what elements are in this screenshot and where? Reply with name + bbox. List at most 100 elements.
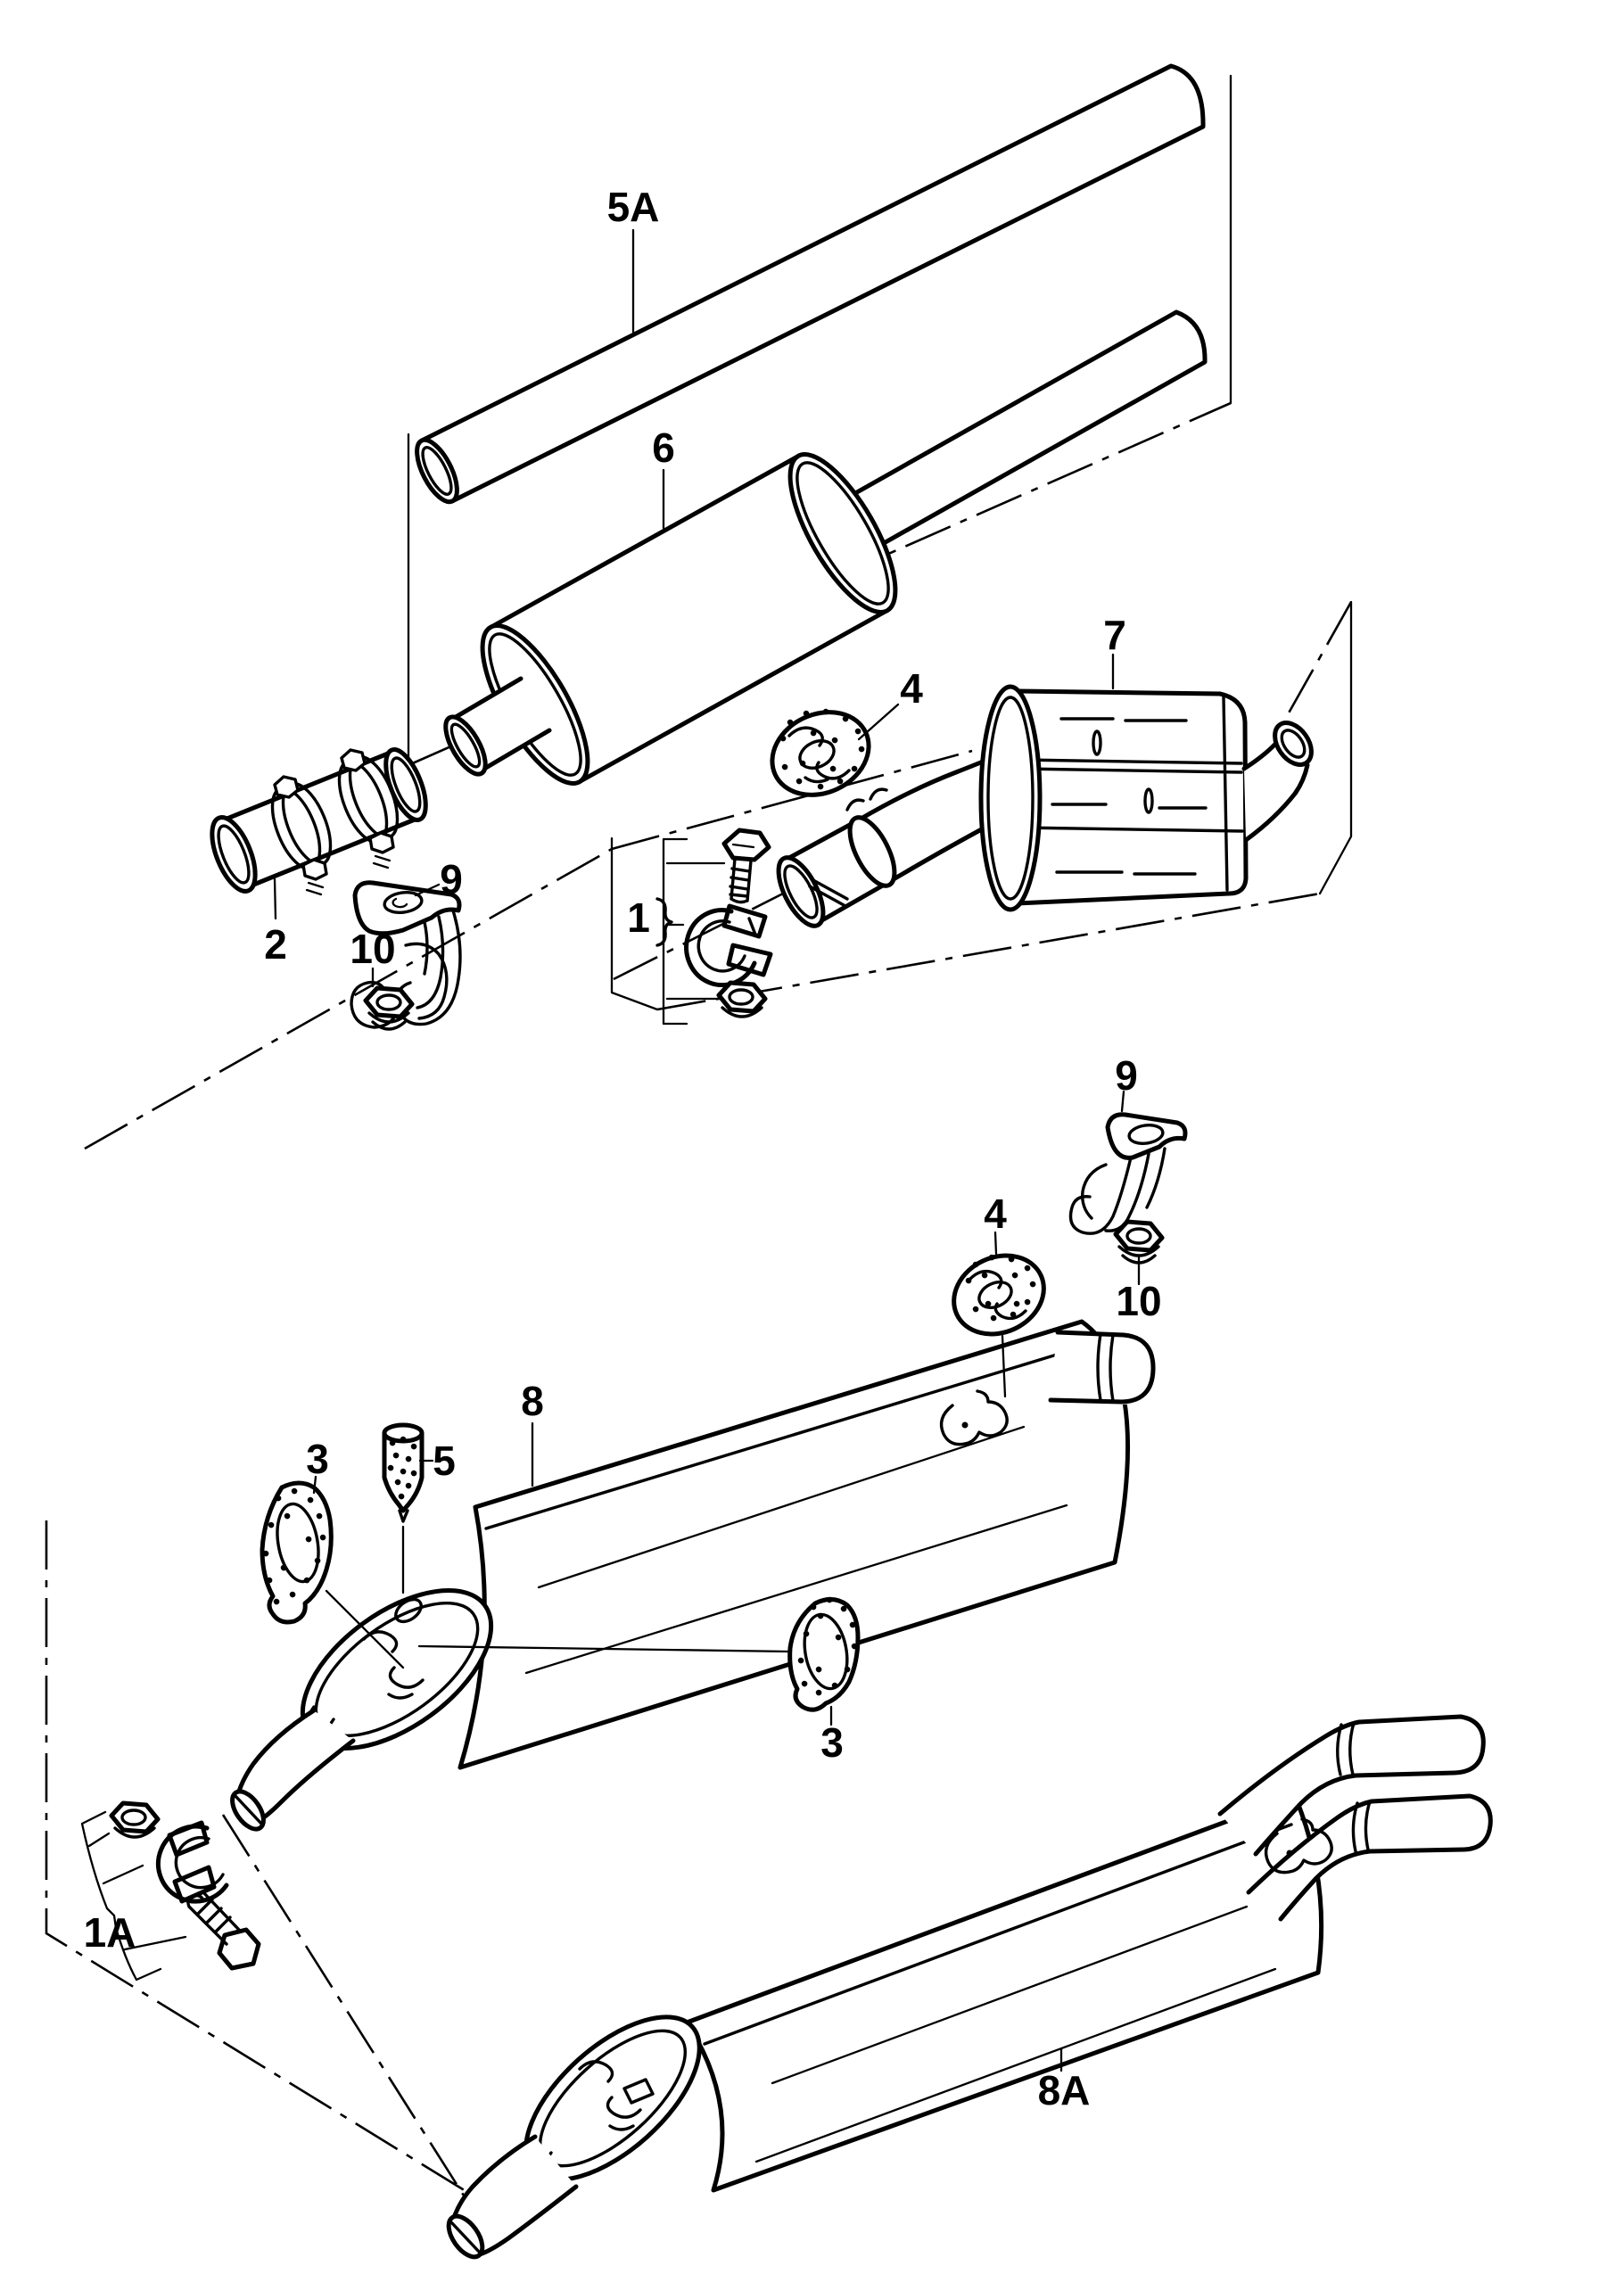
label-leaders bbox=[273, 228, 1141, 2072]
muffler-7-seams bbox=[1018, 696, 1244, 892]
pipe-6-resonator-right-flange-inner bbox=[796, 461, 890, 606]
inlet-8a-tip-cut bbox=[449, 2220, 482, 2254]
inlet-8a-edges bbox=[450, 2134, 579, 2257]
clamp-2-bolt-heads bbox=[273, 748, 367, 799]
kit-1-bolt-head bbox=[721, 828, 771, 862]
kit-1a-nut-hole bbox=[120, 1808, 147, 1826]
muffler-7-drawing bbox=[978, 684, 1314, 912]
plug-5-drawing bbox=[382, 1422, 425, 1594]
clamp-2-left-rim-inner bbox=[217, 824, 251, 885]
nut-10-top-drawing bbox=[363, 985, 415, 1031]
ring-3-left-stipple bbox=[262, 1487, 326, 1605]
part-label-1: 1 bbox=[627, 894, 650, 941]
kit-1-nut-hole bbox=[728, 988, 754, 1006]
ring-3-left-position-leader bbox=[325, 1589, 405, 1669]
kit-1a-clamp-band bbox=[155, 1824, 229, 1904]
hanger-9-bot-hole bbox=[1127, 1124, 1165, 1145]
part-label-4-bot: 4 bbox=[984, 1191, 1007, 1237]
ring-4-bot-stipple bbox=[965, 1254, 1036, 1322]
sleeve-7-left-rim bbox=[776, 855, 826, 928]
muffler-7-end-cap-inner bbox=[986, 696, 1035, 901]
muffler-8a-face-boss bbox=[622, 2078, 655, 2105]
hanger-9-top-hole-detail bbox=[392, 897, 408, 909]
muffler-7-tick1 bbox=[1092, 729, 1102, 756]
pipe-6-open-end bbox=[443, 714, 488, 777]
part-label-8: 8 bbox=[521, 1378, 544, 1424]
pipe-6-open-end-inner bbox=[449, 722, 482, 769]
ring-4-bot-curls bbox=[969, 1269, 1027, 1321]
kit-1a-clamp-band-inner bbox=[174, 1835, 225, 1890]
muffler-7-end-cap bbox=[978, 684, 1043, 912]
muffler-8-drawing bbox=[230, 1319, 1157, 1832]
muffler-8a-drawing bbox=[446, 1714, 1493, 2260]
tailpipe-8a-lower-edges bbox=[1246, 1793, 1493, 1922]
muffler-8a-claw-hole bbox=[1286, 1850, 1293, 1857]
kit-1-bracket bbox=[662, 837, 726, 1026]
muffler-7-rib-slots bbox=[1051, 717, 1208, 876]
part-label-6: 6 bbox=[652, 424, 675, 471]
kit-1-nut-hex bbox=[716, 980, 768, 1014]
hanger-9-top-hole bbox=[383, 891, 424, 914]
pipe-5a-open-end-inner bbox=[421, 446, 453, 496]
clamp-2-drawing bbox=[210, 747, 428, 896]
part-label-1a: 1A bbox=[84, 1909, 136, 1956]
kit-1-brace bbox=[655, 897, 673, 947]
part-label-2: 2 bbox=[264, 921, 287, 968]
part-labels: 5A 6 7 4 2 9 10 1 3 5 8 4 9 10 3 1A 8A bbox=[84, 184, 1162, 2113]
kit-1a-bracket bbox=[80, 1810, 187, 1982]
inlet-8-tip-cut bbox=[234, 1794, 264, 1826]
part-label-7: 7 bbox=[1103, 612, 1126, 658]
kit-1-clamp-band-inner bbox=[697, 917, 757, 973]
pipe-6-left-tube-edges bbox=[449, 676, 552, 774]
kit-1-nut-collar bbox=[721, 1006, 763, 1018]
tailpipe-8-claw-hole bbox=[961, 1421, 969, 1429]
part-label-10-bot: 10 bbox=[1116, 1278, 1161, 1324]
inlet-7-pipe-fill bbox=[858, 758, 1001, 883]
frame-solid-lines bbox=[407, 74, 1353, 1011]
inlet-7-pipe-tabs bbox=[845, 787, 888, 812]
kit-1-bolt-shank bbox=[729, 857, 753, 904]
hanger-9-bot-plate bbox=[1105, 1112, 1188, 1160]
muffler-7-body bbox=[1014, 688, 1249, 906]
tailpipe-8a-lower-fill bbox=[1249, 1796, 1491, 1919]
kit-1a-nut-hex bbox=[109, 1800, 161, 1834]
pipe-6-drawing bbox=[443, 309, 1208, 786]
pipe-5a-drawing bbox=[415, 63, 1206, 505]
pipe-6-right-tube bbox=[826, 309, 1208, 561]
clamp-2-right-rim-inner bbox=[390, 756, 422, 813]
part-label-9-bot: 9 bbox=[1115, 1052, 1138, 1099]
clamp-2-nuts bbox=[301, 831, 395, 881]
ring-3-right-drawing bbox=[417, 1596, 861, 1712]
ring-3-connector-line bbox=[417, 1644, 792, 1653]
sleeve-7-right-rim bbox=[847, 815, 897, 888]
kit-1-drawing bbox=[655, 828, 773, 1026]
ring-4-bot-drawing bbox=[952, 1253, 1046, 1337]
nut-10-bot-hex bbox=[1113, 1219, 1165, 1253]
hanger-9-bot-straps bbox=[1068, 1147, 1166, 1235]
tailpipe-8a-upper-edges bbox=[1217, 1714, 1486, 1857]
kit-1-bolt-facet bbox=[731, 843, 755, 849]
part-label-3-right: 3 bbox=[820, 1719, 844, 1766]
muffler-8-top-seam bbox=[484, 1347, 1079, 1530]
tailpipe-8a-lower-sleeve bbox=[1351, 1800, 1372, 1853]
hanger-9-bot-drawing bbox=[1068, 1112, 1188, 1235]
plug-5-stipple bbox=[387, 1436, 417, 1500]
nut-10-top-hole bbox=[375, 993, 402, 1011]
part-label-3-left: 3 bbox=[306, 1436, 329, 1482]
muffler-7-tick2 bbox=[1143, 787, 1154, 814]
part-label-9-top: 9 bbox=[440, 856, 463, 902]
muffler-8a-body bbox=[684, 1793, 1324, 2193]
tailpipe-8-edges bbox=[1048, 1330, 1156, 1405]
muffler-8-speed-lines bbox=[524, 1425, 1068, 1675]
ring-4-top-curls bbox=[787, 726, 851, 784]
muffler-8-body bbox=[458, 1319, 1131, 1770]
muffler-8a-face-curls bbox=[578, 2060, 642, 2131]
nut-10-top-hex bbox=[363, 985, 415, 1019]
hanger-9-top-flap bbox=[404, 942, 449, 1020]
inlet-8-fill bbox=[237, 1710, 353, 1821]
pipe-5a-open-end bbox=[415, 437, 459, 505]
clamp-2-nut-threads bbox=[305, 854, 392, 896]
part-label-4-top: 4 bbox=[900, 665, 923, 712]
muffler-8a-hanger-claw bbox=[1264, 1817, 1333, 1874]
